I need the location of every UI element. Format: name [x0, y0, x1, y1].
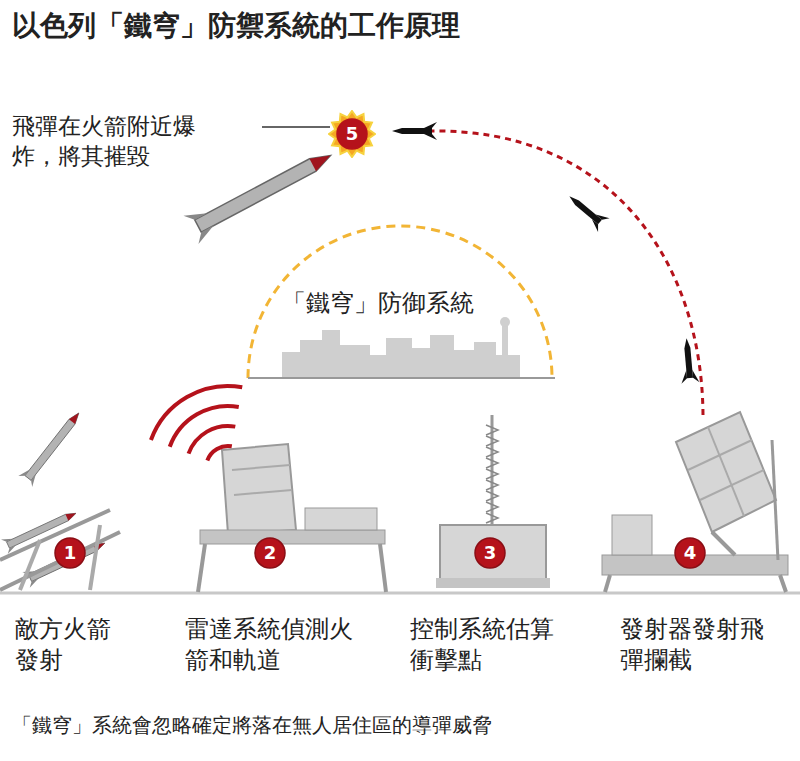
interceptor-missile: [564, 189, 610, 232]
callout-number: 1: [64, 544, 77, 562]
radar-wave: [151, 386, 242, 440]
interceptor-missile: [678, 337, 700, 383]
dome-label: 「鐵穹」防御系統: [282, 288, 542, 319]
title: 以色列「鐵穹」防禦系統的工作原理: [12, 8, 460, 44]
caption: 「鐵穹」系統會忽略確定將落在無人居住區的導彈威脅: [12, 712, 492, 738]
enemy-rocket: [183, 141, 338, 243]
rocket-launcher: [0, 408, 120, 590]
callout-number: 3: [484, 544, 497, 562]
radar-unit: [198, 444, 386, 592]
interceptor-launcher: [602, 412, 788, 592]
missile-trajectory: [430, 131, 703, 415]
interceptor-missile: [392, 122, 437, 140]
ground-line: [0, 592, 800, 595]
ground-line: [248, 377, 555, 379]
city-skyline: [282, 317, 520, 378]
explosion-callout: 5: [328, 110, 376, 158]
step-label: 發射器發射飛彈攔截: [620, 614, 772, 676]
callout-number: 1: [54, 537, 86, 569]
callout-number: 5: [346, 125, 359, 143]
radar-wave: [170, 406, 239, 447]
callout-number: 3: [474, 537, 506, 569]
radar-waves: [151, 386, 242, 460]
step-label: 控制系統估算衝擊點: [410, 614, 562, 676]
step-label: 敵方火箭發射: [15, 614, 127, 676]
leader-line: [262, 126, 330, 128]
callout-number: 2: [254, 537, 286, 569]
control-unit: [436, 415, 550, 588]
callout-number: 4: [674, 537, 706, 569]
callout-text: 飛彈在火箭附近爆炸，將其摧毀: [12, 112, 212, 172]
radar-wave: [189, 426, 236, 454]
dome-arc: [248, 226, 552, 378]
radar-wave: [207, 446, 231, 460]
callout-number: 2: [264, 544, 277, 562]
step-label: 雷達系統偵測火箭和軌道: [185, 614, 363, 676]
callout-number: 4: [684, 544, 697, 562]
